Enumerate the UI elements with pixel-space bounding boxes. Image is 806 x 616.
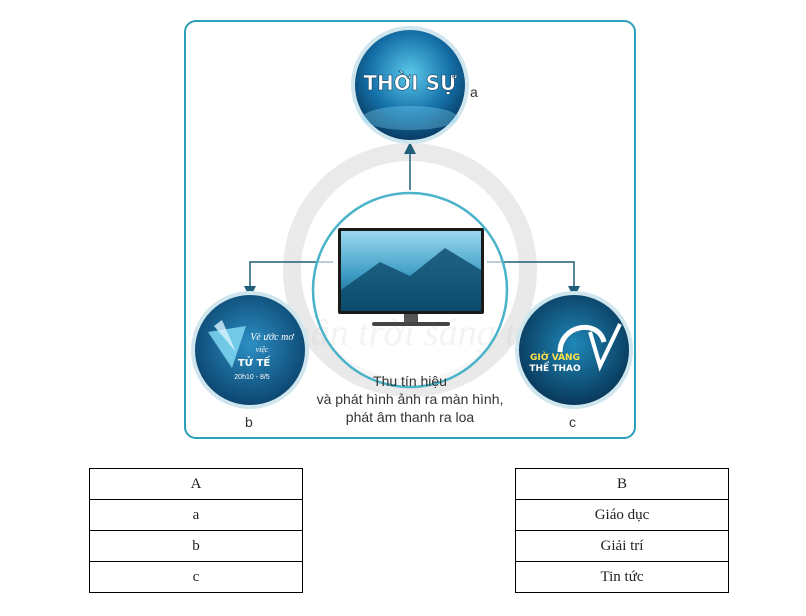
- table-row: a: [89, 499, 303, 531]
- table-row: Giáo dục: [515, 499, 729, 531]
- table-b-cell: Tin tức: [515, 561, 729, 593]
- center-caption: Thu tín hiệu và phát hình ảnh ra màn hìn…: [300, 372, 520, 426]
- table-row: Giải trí: [515, 530, 729, 562]
- table-a-cell: b: [89, 530, 303, 562]
- table-a-header-row: A: [89, 468, 303, 500]
- table-b-header-row: B: [515, 468, 729, 500]
- table-b-header: B: [515, 468, 729, 500]
- table-b-cell: Giải trí: [515, 530, 729, 562]
- caption-line-1: Thu tín hiệu: [373, 373, 447, 389]
- logo-c-line-1: GIỜ VÀNG: [530, 351, 580, 363]
- table-a: A a b c: [89, 468, 303, 593]
- table-row: Tin tức: [515, 561, 729, 593]
- label-c: c: [569, 414, 576, 430]
- logo-b-line-1: Vè ước mơ: [250, 332, 294, 343]
- logo-b-line-4: 20h10 - 8/5: [234, 374, 270, 381]
- label-b: b: [245, 414, 253, 430]
- logo-b-line-2: việc: [256, 345, 269, 354]
- arrow-to-b: [244, 261, 333, 298]
- tv-icon: [338, 228, 484, 326]
- logo-a-title: THỜI SỰ: [363, 71, 457, 95]
- label-a: a: [470, 84, 478, 100]
- table-row: b: [89, 530, 303, 562]
- logo-b-line-3: TỬ TẾ: [238, 354, 270, 369]
- arrow-to-c: [487, 261, 580, 298]
- logo-thoi-su-icon: THỜI SỰ: [351, 26, 469, 144]
- logo-gio-vang-the-thao-icon: GIỜ VÀNG THỂ THAO: [515, 291, 633, 409]
- logo-c-line-2: THỂ THAO: [529, 361, 581, 374]
- table-a-cell: a: [89, 499, 303, 531]
- caption-line-3: phát âm thanh ra loa: [345, 409, 475, 425]
- table-a-header: A: [89, 468, 303, 500]
- logo-ve-uoc-mo-tu-te-icon: Vè ước mơ việc TỬ TẾ 20h10 - 8/5: [191, 291, 309, 409]
- caption-line-2: và phát hình ảnh ra màn hình,: [316, 391, 504, 407]
- table-a-cell: c: [89, 561, 303, 593]
- table-b: B Giáo dục Giải trí Tin tức: [515, 468, 729, 593]
- table-row: c: [89, 561, 303, 593]
- table-b-cell: Giáo dục: [515, 499, 729, 531]
